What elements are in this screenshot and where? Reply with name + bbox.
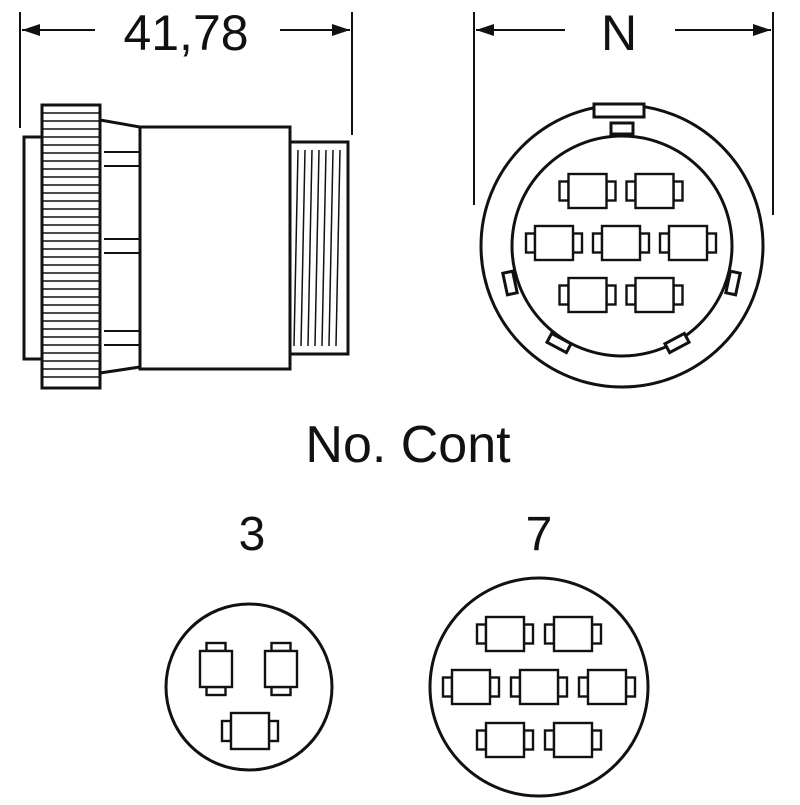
contact-icon bbox=[558, 276, 617, 314]
layout-7-contacts bbox=[441, 615, 637, 759]
contact-icon bbox=[658, 224, 718, 262]
connector-front-view bbox=[479, 102, 765, 389]
length-dimension: 41,78 bbox=[19, 5, 353, 135]
layout-3-label: 3 bbox=[239, 508, 266, 561]
contact-icon bbox=[524, 224, 584, 262]
contact-icon bbox=[558, 172, 617, 210]
contact-icon bbox=[475, 615, 535, 653]
diameter-dimension: N bbox=[473, 5, 774, 215]
contact-icon bbox=[577, 668, 637, 706]
contact-icon bbox=[543, 615, 603, 653]
contact-icon bbox=[509, 668, 569, 706]
contact-icon bbox=[263, 641, 299, 697]
diameter-label: N bbox=[601, 5, 637, 61]
contact-icon bbox=[220, 711, 280, 751]
layout-3-contacts bbox=[198, 641, 299, 751]
contact-icon bbox=[198, 641, 234, 697]
contact-icon bbox=[543, 721, 603, 759]
contact-icon bbox=[441, 668, 501, 706]
contact-icon bbox=[625, 276, 684, 314]
knurl-lines bbox=[42, 112, 100, 378]
length-label: 41,78 bbox=[123, 5, 248, 61]
layout-7-insert bbox=[428, 576, 650, 798]
contact-icon bbox=[475, 721, 535, 759]
contact-icon bbox=[591, 224, 651, 262]
connector-side-view bbox=[22, 103, 350, 390]
layout-7-label: 7 bbox=[526, 508, 553, 561]
contact-icon bbox=[625, 172, 684, 210]
front-contacts bbox=[524, 172, 718, 314]
layout-3-insert bbox=[164, 602, 334, 772]
thread-lines bbox=[293, 149, 341, 347]
section-title: No. Cont bbox=[305, 416, 511, 474]
